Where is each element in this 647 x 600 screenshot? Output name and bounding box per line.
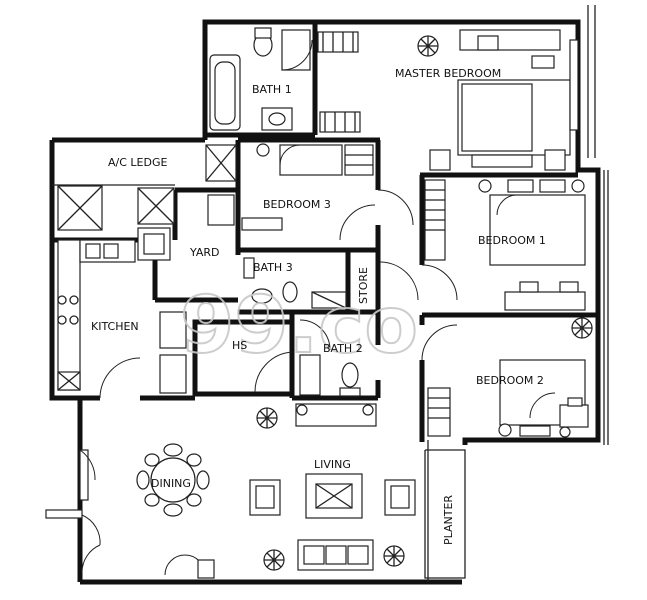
- bedroom3-furniture: [241, 143, 414, 241]
- table-icon: [136, 443, 210, 517]
- internal-walls: [52, 22, 598, 442]
- label-bath2: BATH 2: [323, 342, 363, 355]
- master-bedroom-furniture: [417, 29, 579, 171]
- bath1-fixtures: [209, 27, 361, 133]
- label-yard: YARD: [189, 246, 220, 259]
- label-bath3: BATH 3: [253, 261, 293, 274]
- bath3-fixtures: [243, 257, 419, 309]
- label-kitchen: KITCHEN: [91, 320, 139, 333]
- label-planter: PLANTER: [442, 495, 455, 545]
- label-living: LIVING: [314, 458, 351, 471]
- svg-text:99.co: 99.co: [180, 281, 418, 371]
- label-bedroom3: BEDROOM 3: [263, 198, 331, 211]
- bedroom2-furniture: [421, 317, 593, 438]
- plant-icon: [571, 317, 593, 339]
- hs-bath2-fixtures: [159, 311, 377, 427]
- label-hs: HS: [232, 339, 247, 352]
- bedroom1-furniture: [421, 179, 586, 311]
- watermark-logo: 99.co: [179, 280, 419, 372]
- label-dining: DINING: [151, 477, 191, 490]
- plant-icon: [417, 35, 439, 57]
- plant-icon: [383, 545, 405, 567]
- ac-units: [57, 144, 237, 231]
- label-bedroom2: BEDROOM 2: [476, 374, 544, 387]
- label-store: STORE: [357, 267, 370, 304]
- plant-icon: [256, 407, 278, 429]
- plant-icon: [263, 549, 285, 571]
- label-ac-ledge: A/C LEDGE: [108, 156, 167, 169]
- kitchen-fixtures: [57, 194, 235, 399]
- living-dining-furniture: [45, 407, 416, 579]
- label-master-bedroom: MASTER BEDROOM: [395, 67, 501, 80]
- label-bath1: BATH 1: [252, 83, 292, 96]
- label-bedroom1: BEDROOM 1: [478, 234, 546, 247]
